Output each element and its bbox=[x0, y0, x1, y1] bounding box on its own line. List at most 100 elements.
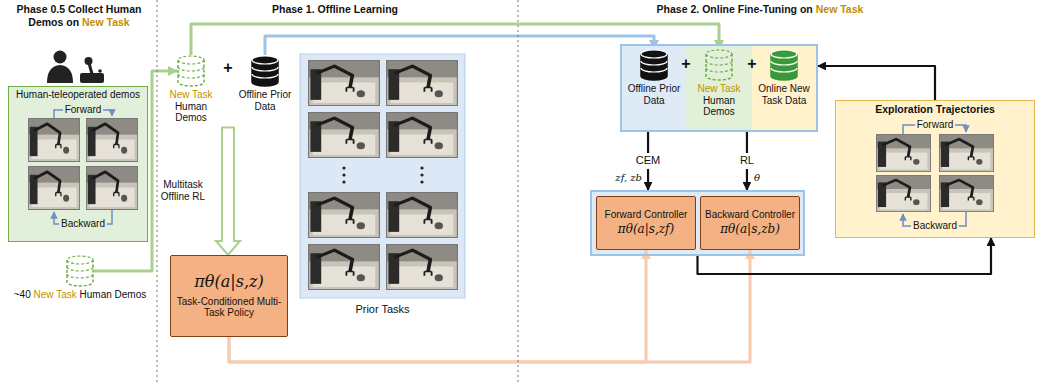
database-band bbox=[641, 68, 667, 72]
connector bbox=[265, 36, 654, 55]
robot-photo bbox=[86, 166, 138, 210]
joystick-icon bbox=[80, 73, 104, 83]
data-buffer-box: Offline Prior DataNew TaskHuman DemosOnl… bbox=[620, 44, 818, 132]
database-top bbox=[771, 50, 797, 58]
ellipsis-dot bbox=[420, 173, 423, 176]
database-icon bbox=[251, 55, 279, 87]
database-top bbox=[641, 50, 667, 58]
controller-box: Forward Controller πθ(a|s,zf) bbox=[596, 196, 696, 250]
panel-fill bbox=[590, 190, 805, 256]
annotation-label: Forward bbox=[63, 104, 104, 116]
database-icon bbox=[177, 55, 205, 87]
dataset-node: Offline Prior Data bbox=[234, 52, 296, 112]
node-text: New Task bbox=[34, 289, 77, 300]
database-icon bbox=[640, 49, 668, 81]
robot-photo bbox=[386, 244, 458, 290]
robot-photo bbox=[876, 175, 931, 212]
robot-photo bbox=[386, 112, 458, 158]
phase-heading: Phase 1. Offline Learning bbox=[230, 3, 440, 16]
node-text: Human Demos bbox=[160, 101, 222, 124]
robot-photo bbox=[386, 60, 458, 106]
phase-heading: Phase 2. Online Fine-Tuning onNew Task bbox=[590, 3, 930, 16]
edge-label: CEM bbox=[633, 153, 663, 168]
robot-photo bbox=[86, 118, 138, 162]
phase-separator bbox=[157, 0, 158, 385]
joystick-icon bbox=[98, 69, 102, 73]
heading-text: Phase 2. Online Fine-Tuning on bbox=[657, 3, 813, 15]
node-text: ~40 bbox=[14, 289, 31, 300]
panel-fill bbox=[300, 54, 465, 298]
phase-separator bbox=[518, 0, 519, 385]
database-band bbox=[178, 74, 204, 78]
phase-heading: Phase 0.5 Collect Human Demos onNew Task bbox=[4, 3, 154, 29]
robot-photo bbox=[28, 166, 80, 210]
robot-photo bbox=[939, 134, 994, 172]
database-top bbox=[67, 256, 93, 264]
prior-task-panel: Prior Tasks bbox=[300, 54, 465, 316]
policy-box: πθ(a|s,z)Task-Conditioned Multi-Task Pol… bbox=[170, 255, 288, 337]
ellipsis-dot bbox=[420, 180, 423, 183]
dataset-node: New TaskHuman Demos bbox=[686, 46, 752, 130]
database-icon bbox=[705, 49, 733, 81]
node-text: Online New Task Data bbox=[752, 83, 816, 106]
database-top bbox=[252, 56, 278, 64]
heading-text: New Task bbox=[82, 16, 130, 28]
database-band bbox=[706, 61, 732, 65]
person-icon bbox=[54, 51, 67, 64]
database-band bbox=[771, 68, 797, 72]
robot-photo bbox=[308, 112, 380, 158]
edge-label: Multitask Offline RL bbox=[154, 179, 212, 203]
connector bbox=[818, 66, 935, 100]
node-text: πθ(a|s,zf) bbox=[600, 223, 692, 237]
heading-text: New Task bbox=[816, 3, 864, 15]
node-text: Human Demos bbox=[80, 289, 147, 300]
database-band bbox=[252, 74, 278, 78]
node-text: Backward Controller bbox=[704, 209, 796, 221]
database-band bbox=[771, 61, 797, 65]
database-body bbox=[67, 260, 93, 286]
annotation-label: θ bbox=[754, 172, 760, 184]
heading-text: Phase 1. Offline Learning bbox=[272, 3, 398, 15]
robot-photo bbox=[308, 60, 380, 106]
dataset-node: Offline Prior Data bbox=[622, 46, 686, 130]
database-body bbox=[178, 60, 204, 86]
robot-photo bbox=[28, 118, 80, 162]
node-text: New Task bbox=[686, 83, 752, 95]
annotation-label: zf, zb bbox=[615, 172, 642, 184]
database-top bbox=[178, 56, 204, 64]
database-band bbox=[252, 67, 278, 71]
ellipsis-dot bbox=[342, 166, 345, 169]
dataset-node: ~40New TaskHuman Demos bbox=[12, 252, 148, 301]
plus-sign: + bbox=[223, 58, 232, 77]
node-text: Forward Controller bbox=[600, 209, 692, 221]
annotation-label: Backward bbox=[59, 218, 107, 230]
node-text: Human-teleoperated demos bbox=[9, 89, 147, 101]
robot-photo bbox=[939, 175, 994, 212]
robot-photo bbox=[308, 244, 380, 290]
controller-box: Backward Controllerπθ(a|s,zb) bbox=[700, 196, 800, 250]
dataset-node: Online New Task Data bbox=[752, 46, 816, 130]
node-text: New Task bbox=[160, 89, 222, 101]
database-band bbox=[641, 61, 667, 65]
node-text: πθ(a|s,z) bbox=[175, 273, 283, 291]
database-icon bbox=[66, 255, 94, 287]
panel-fill bbox=[835, 100, 1035, 238]
node-text: Human Demos bbox=[686, 95, 752, 118]
node-text: Exploration Trajectories bbox=[836, 103, 1034, 115]
database-band bbox=[67, 267, 93, 271]
controller-group: Forward Controller πθ(a|s,zf) Backward Con… bbox=[590, 190, 805, 256]
ellipsis-dot bbox=[342, 173, 345, 176]
panel-fill bbox=[8, 86, 148, 242]
ellipsis-dot bbox=[420, 166, 423, 169]
ellipsis-dot bbox=[342, 180, 345, 183]
database-top bbox=[706, 50, 732, 58]
annotation-label: Forward bbox=[915, 119, 956, 131]
node-text: Offline Prior Data bbox=[622, 83, 686, 106]
node-text: Prior Tasks bbox=[300, 303, 465, 316]
node-text: Offline Prior Data bbox=[234, 89, 296, 112]
hollow-arrow bbox=[216, 128, 240, 256]
joystick-icon bbox=[85, 57, 93, 65]
annotation-label: Backward bbox=[911, 220, 959, 232]
